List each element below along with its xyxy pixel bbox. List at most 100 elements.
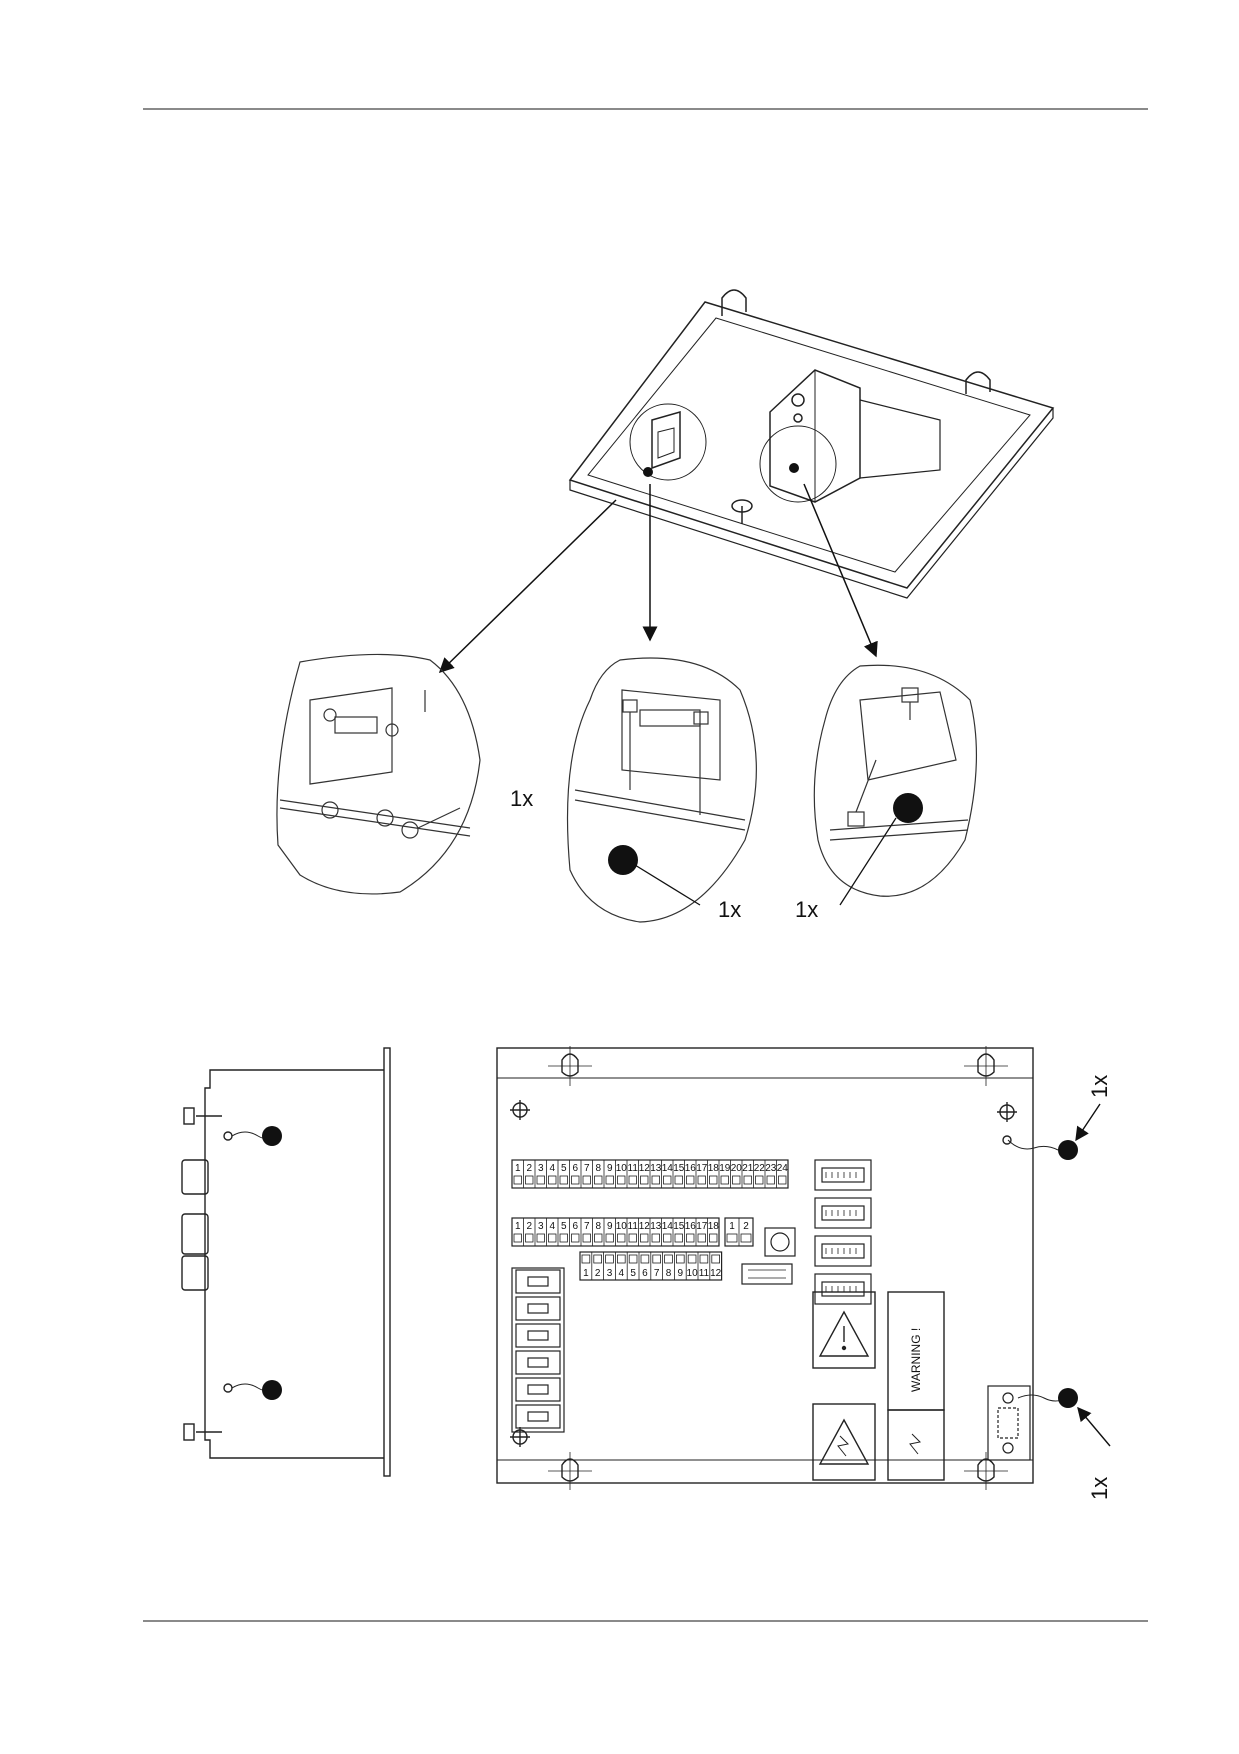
terminal-screw [605, 1175, 614, 1185]
terminal-number: 4 [619, 1268, 625, 1279]
terminal-number: 16 [685, 1163, 697, 1174]
front-panel-view [496, 1046, 1034, 1490]
terminal-screw [548, 1233, 557, 1243]
leader-right [839, 817, 897, 906]
terminal-number: 7 [584, 1163, 590, 1174]
terminal-screw [617, 1175, 626, 1185]
terminal-screw [536, 1233, 545, 1243]
terminal-number: 20 [731, 1163, 743, 1174]
terminal-screw [664, 1254, 673, 1264]
terminal-number: 5 [561, 1163, 567, 1174]
arrow-seal-front-bottom [1077, 1406, 1111, 1447]
terminal-number: 1 [583, 1268, 589, 1279]
terminal-number: 11 [699, 1268, 710, 1279]
terminal-screw [663, 1175, 672, 1185]
terminal-number: 2 [526, 1221, 532, 1232]
terminal-screw [709, 1175, 718, 1185]
terminal-number: 13 [650, 1163, 662, 1174]
fuse-holder [515, 1323, 561, 1348]
terminal-number: 8 [595, 1221, 601, 1232]
terminal-number: 1 [515, 1221, 521, 1232]
terminal-screw [513, 1175, 522, 1185]
seal-dot-right [893, 793, 923, 823]
terminal-screw [536, 1175, 545, 1185]
ribbon-connector [814, 1235, 872, 1267]
seal-front-bottom [1058, 1388, 1078, 1408]
terminal-screw [720, 1175, 729, 1185]
fuse-holder [515, 1350, 561, 1375]
terminal-screw [686, 1175, 695, 1185]
terminal-screw [711, 1254, 720, 1264]
seal-block [987, 1139, 1067, 1461]
terminal-screw [743, 1175, 752, 1185]
terminal-screw [559, 1233, 568, 1243]
terminal-number: 6 [642, 1268, 648, 1279]
warning-labels [812, 1291, 945, 1481]
terminal-number: 11 [628, 1221, 639, 1232]
terminal-screw [628, 1254, 638, 1264]
terminal-number: 3 [607, 1268, 613, 1279]
warning-text: WARNING ! [909, 1328, 923, 1392]
terminal-number: 22 [754, 1163, 766, 1174]
arrow-seal-front-top [1075, 1103, 1101, 1142]
terminal-number: 6 [572, 1221, 578, 1232]
terminal-number: 10 [616, 1221, 628, 1232]
terminal-number: 10 [687, 1268, 699, 1279]
terminal-screw [663, 1233, 672, 1243]
terminal-screw [732, 1175, 741, 1185]
seal-front-top [1058, 1140, 1078, 1160]
terminal-screw [766, 1175, 775, 1185]
terminal-screw [559, 1175, 568, 1185]
terminal-screw [582, 1233, 591, 1243]
terminal-number: 17 [696, 1221, 708, 1232]
terminal-screw [525, 1175, 534, 1185]
terminal-screw [699, 1254, 709, 1264]
terminal-number: 21 [742, 1163, 754, 1174]
terminal-screw [651, 1233, 660, 1243]
terminal-screw [697, 1175, 706, 1185]
terminal-screw [755, 1175, 764, 1185]
terminal-number: 11 [628, 1163, 639, 1174]
seal-label-detail-middle: 1x [718, 897, 741, 922]
terminal-screw [525, 1233, 534, 1243]
terminal-number: 2 [743, 1221, 749, 1232]
terminal-number: 18 [708, 1221, 720, 1232]
terminal-number: 3 [538, 1163, 544, 1174]
terminal-number: 2 [595, 1268, 601, 1279]
terminal-number: 9 [607, 1221, 613, 1232]
terminal-number: 15 [673, 1221, 685, 1232]
terminal-number: 8 [595, 1163, 601, 1174]
terminal-screw [571, 1233, 580, 1243]
terminal-number: 4 [549, 1221, 555, 1232]
terminal-screw [594, 1233, 603, 1243]
terminal-screw [726, 1233, 738, 1243]
terminal-number: 1 [515, 1163, 521, 1174]
side-view [181, 1047, 391, 1477]
seal-side-top [262, 1126, 282, 1146]
terminal-number: 17 [696, 1163, 708, 1174]
terminal-screw [617, 1254, 626, 1264]
terminal-screw [640, 1233, 649, 1243]
terminal-screw [651, 1175, 660, 1185]
terminal-number: 3 [538, 1221, 544, 1232]
terminal-screw [697, 1233, 706, 1243]
terminal-number: 7 [584, 1221, 590, 1232]
seal-label-front-top: 1x [1087, 1075, 1112, 1098]
terminal-screw [674, 1175, 683, 1185]
terminal-number: 9 [607, 1163, 613, 1174]
terminal-number: 12 [639, 1221, 651, 1232]
detail-right [813, 664, 978, 897]
terminal-number: 24 [777, 1163, 789, 1174]
terminal-screw [640, 1175, 649, 1185]
fuse-holder [515, 1296, 561, 1321]
terminal-number: 14 [662, 1221, 674, 1232]
terminal-number: 9 [678, 1268, 684, 1279]
leader-middle [634, 864, 701, 906]
terminal-screw [548, 1175, 557, 1185]
